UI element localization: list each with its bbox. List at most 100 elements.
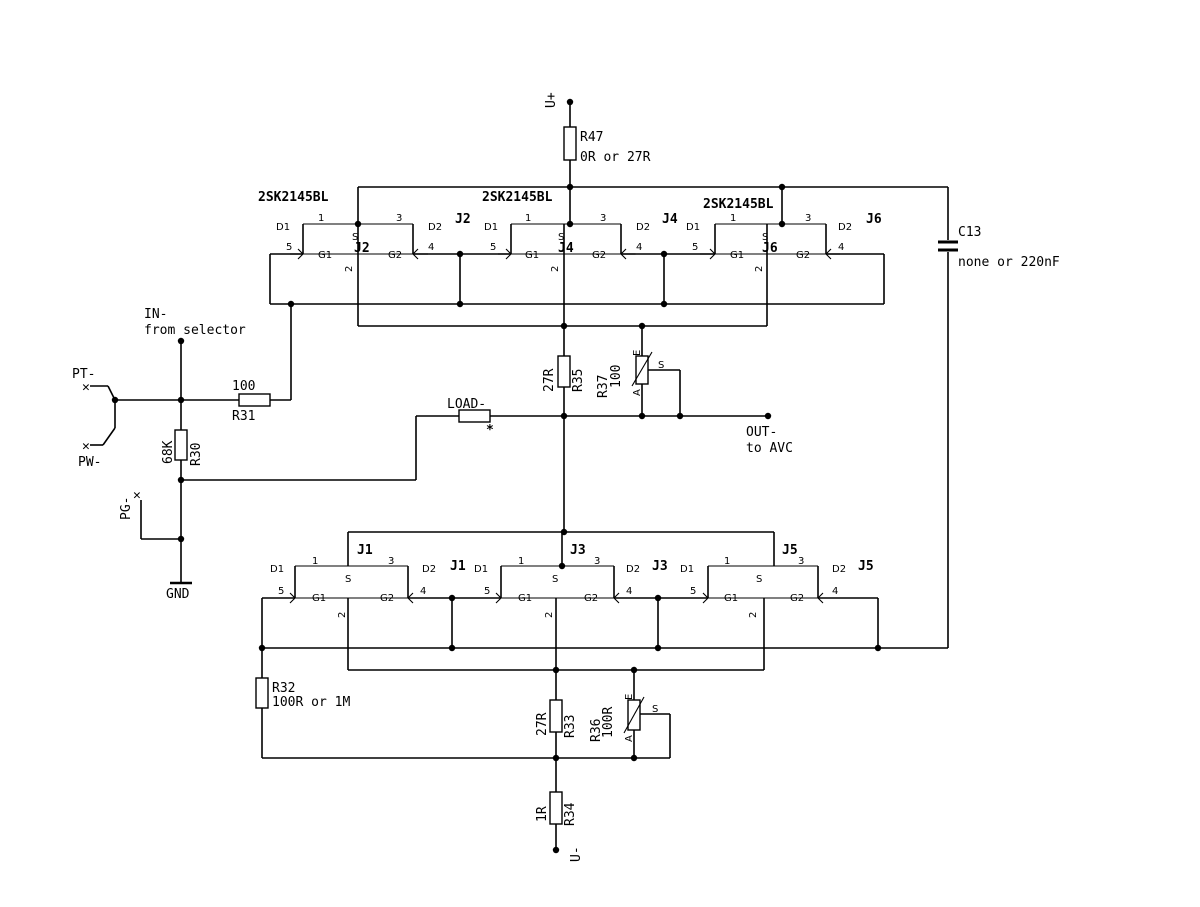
upper-fet-1-ref: J2 (455, 212, 471, 227)
pin3-label: 3 (594, 556, 600, 567)
pin5-label: 5 (484, 586, 490, 597)
upper-fet-2: 2SK2145BL J4 J4 D1 D2 1 3 5 4 G1 G2 S 2 (482, 190, 678, 272)
d2-label: D2 (832, 564, 846, 575)
g1-label: G1 (724, 593, 738, 604)
pin4-label: 4 (428, 242, 434, 253)
pin1-label: 1 (312, 556, 318, 567)
r32-ref: R32 (272, 681, 295, 696)
r31-body (238, 393, 271, 407)
top-rail: C13 none or 220nF (357, 186, 1060, 648)
pin1-label: 1 (730, 213, 736, 224)
pw-label: PW- (78, 455, 101, 470)
d1-label: D1 (484, 222, 498, 233)
g1-label: G1 (318, 250, 332, 261)
input-network: IN- from selector 68K R30 100 R31 ✕ ✕ PT… (72, 304, 416, 602)
r31-value: 100 (232, 379, 255, 394)
upper-fet-3-inner-ref: J6 (762, 241, 778, 256)
upper-fet-2-inner-ref: J4 (558, 241, 574, 256)
lower-fet-1-ref: J1 (357, 543, 373, 558)
r33-value: 27R (535, 712, 550, 736)
d2-label: D2 (626, 564, 640, 575)
lower-network: R32 100R or 1M 27R R33 R36 100R A E S 1R… (255, 648, 671, 862)
pw-cross: ✕ (82, 439, 90, 454)
lower-fet-3-ref-side: J5 (858, 559, 874, 574)
r37-s-label: S (658, 360, 664, 371)
pin1-label: 1 (518, 556, 524, 567)
g2-label: G2 (790, 593, 804, 604)
lower-fet-1-ref-side: J1 (450, 559, 466, 574)
g2-label: G2 (584, 593, 598, 604)
pin4-label: 4 (636, 242, 642, 253)
lower-fet-1: J1 J1 D1 D2 1 3 5 4 G1 G2 S 2 (262, 543, 466, 618)
upper-gate-net (269, 187, 885, 327)
lower-nets (261, 598, 948, 671)
pin4-label: 4 (838, 242, 844, 253)
load-label: LOAD- (447, 397, 486, 412)
upper-fet-2-part: 2SK2145BL (482, 190, 553, 205)
r47-body (563, 126, 577, 161)
r47-value: 0R or 27R (580, 150, 651, 165)
r47-ref: R47 (580, 130, 603, 145)
pin5-label: 5 (278, 586, 284, 597)
r31-ref: R31 (232, 409, 255, 424)
pin2-label: 2 (550, 266, 561, 272)
supply-top: U+ R47 0R or 27R (544, 92, 651, 187)
r36-s-label: S (652, 704, 658, 715)
g1-label: G1 (312, 593, 326, 604)
source-label: S (558, 232, 564, 243)
g2-label: G2 (388, 250, 402, 261)
d1-label: D1 (680, 564, 694, 575)
pin3-label: 3 (396, 213, 402, 224)
lower-fet-3-ref: J5 (782, 543, 798, 558)
pin2-label: 2 (344, 266, 355, 272)
r36-a-label: A (624, 735, 635, 742)
pin2-label: 2 (748, 612, 759, 618)
r35-ref: R35 (571, 369, 586, 392)
d2-label: D2 (838, 222, 852, 233)
upper-fet-1-part: 2SK2145BL (258, 190, 329, 205)
pin4-label: 4 (626, 586, 632, 597)
c13-value: none or 220nF (958, 255, 1060, 270)
pin5-label: 5 (286, 242, 292, 253)
gnd-label: GND (166, 587, 190, 602)
upper-fet-3: 2SK2145BL J6 J6 D1 D2 1 3 5 4 G1 G2 S 2 (686, 197, 882, 272)
r37-e-label: E (632, 350, 643, 356)
r36-ref: R36 (589, 719, 604, 742)
u-minus-label: U- (569, 846, 584, 862)
pin5-label: 5 (690, 586, 696, 597)
r34-body (549, 791, 563, 825)
r32-body (255, 677, 269, 709)
upper-fet-3-ref: J6 (866, 212, 882, 227)
d2-label: D2 (422, 564, 436, 575)
r34-value: 1R (535, 806, 550, 822)
pt-label: PT- (72, 367, 95, 382)
pin2-label: 2 (544, 612, 555, 618)
upper-fet-2-ref: J4 (662, 212, 678, 227)
pin3-label: 3 (600, 213, 606, 224)
load-mark: * (486, 423, 494, 438)
r33-body (549, 699, 563, 733)
r30-body (174, 429, 188, 461)
source-label: S (352, 232, 358, 243)
pin5-label: 5 (692, 242, 698, 253)
source-label: S (345, 574, 351, 585)
pin1-label: 1 (318, 213, 324, 224)
g1-label: G1 (525, 250, 539, 261)
g1-label: G1 (730, 250, 744, 261)
g2-label: G2 (380, 593, 394, 604)
r35-body (557, 355, 571, 388)
middle-network: 27R R35 R37 100 A E S LOAD- * OUT- to AV… (415, 326, 793, 532)
d1-label: D1 (270, 564, 284, 575)
pin3-label: 3 (388, 556, 394, 567)
upper-fet-1: 2SK2145BL J2 J2 D1 D2 1 3 5 4 G1 G2 S 2 (258, 190, 471, 272)
source-label: S (552, 574, 558, 585)
r37-value: 100 (609, 365, 624, 388)
d1-label: D1 (276, 222, 290, 233)
source-label: S (762, 232, 768, 243)
pin4-label: 4 (420, 586, 426, 597)
r36-value: 100R (601, 707, 616, 738)
d2-label: D2 (428, 222, 442, 233)
pin2-label: 2 (754, 266, 765, 272)
r37-a-label: A (632, 389, 643, 396)
